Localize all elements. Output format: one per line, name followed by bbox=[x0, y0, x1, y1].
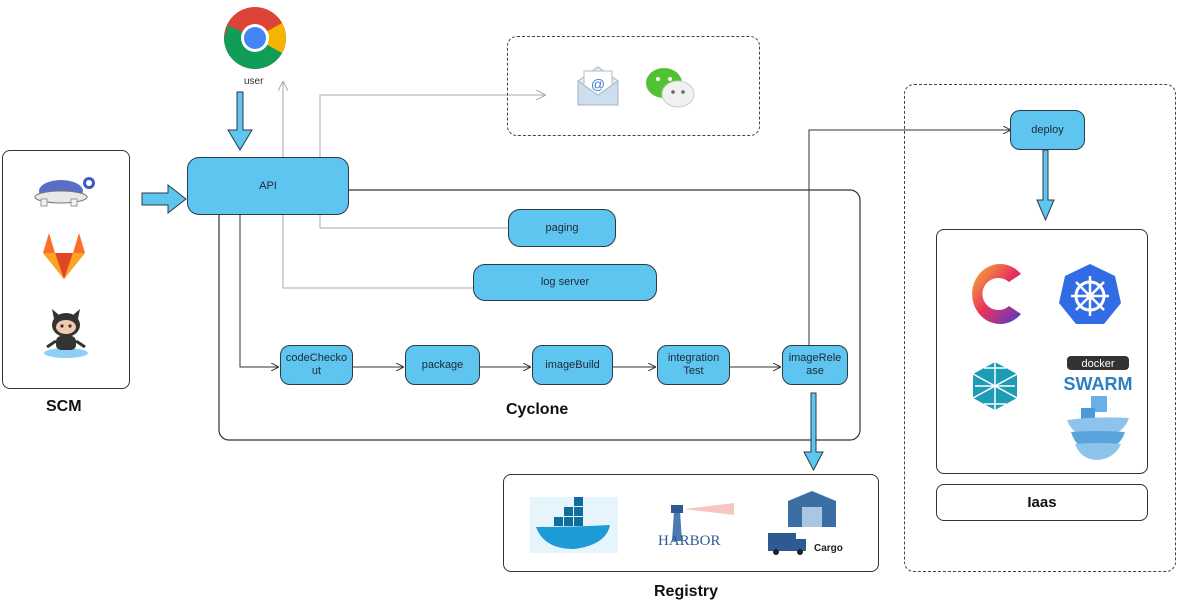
integration-test-node[interactable]: integration Test bbox=[657, 345, 730, 385]
deploy-node[interactable]: deploy bbox=[1010, 110, 1085, 150]
iaas-label-box: Iaas bbox=[936, 484, 1148, 521]
code-checkout-node[interactable]: codeChecko ut bbox=[280, 345, 353, 385]
kubernetes-icon bbox=[1057, 262, 1123, 331]
release-to-registry-arrow bbox=[803, 392, 824, 472]
registry-panel: HARBOR Cargo bbox=[503, 474, 879, 572]
log-to-user-line bbox=[283, 82, 473, 289]
scm-label: SCM bbox=[46, 398, 82, 415]
swarm-text: SWARM bbox=[1064, 374, 1133, 394]
iaas-label: Iaas bbox=[1027, 494, 1057, 511]
release-to-deploy-line bbox=[808, 130, 1010, 355]
mesos-icon bbox=[969, 360, 1021, 417]
scm-panel bbox=[2, 150, 130, 389]
caicloud-icon bbox=[961, 260, 1027, 333]
chrome-icon bbox=[222, 5, 288, 76]
notify-box: @ bbox=[507, 36, 760, 136]
image-release-node[interactable]: imageRele ase bbox=[782, 345, 848, 385]
gitlab-icon bbox=[37, 229, 91, 288]
cyclone-container bbox=[218, 189, 861, 441]
email-icon: @ bbox=[574, 63, 622, 114]
harbor-icon: HARBOR bbox=[654, 501, 740, 552]
registry-label: Registry bbox=[654, 583, 719, 600]
docker-swarm-icon: docker SWARM bbox=[1061, 354, 1135, 467]
github-octocat-icon bbox=[41, 307, 91, 364]
svn-turtle-icon bbox=[31, 165, 103, 214]
package-node[interactable]: package bbox=[405, 345, 480, 385]
docker-text: docker bbox=[1081, 358, 1114, 370]
api-node[interactable]: API bbox=[187, 157, 349, 215]
iaas-platforms-panel: docker SWARM bbox=[936, 229, 1148, 474]
docker-hub-icon bbox=[530, 497, 618, 558]
api-to-checkout-line bbox=[239, 215, 278, 367]
scm-to-api-arrow bbox=[141, 183, 187, 215]
deploy-to-iaas-arrow bbox=[1036, 149, 1055, 222]
log-server-node[interactable]: log server bbox=[473, 264, 657, 301]
svg-text:@: @ bbox=[591, 76, 605, 92]
wechat-icon bbox=[644, 65, 698, 116]
harbor-text: HARBOR bbox=[658, 533, 721, 547]
cargo-text: Cargo bbox=[814, 543, 843, 554]
user-to-api-arrow bbox=[227, 91, 253, 151]
image-build-node[interactable]: imageBuild bbox=[532, 345, 613, 385]
paging-node[interactable]: paging bbox=[508, 209, 616, 247]
cargo-icon: Cargo bbox=[766, 489, 856, 562]
iaas-region bbox=[904, 84, 1176, 572]
cyclone-label: Cyclone bbox=[506, 401, 569, 418]
user-label: user bbox=[244, 76, 264, 87]
